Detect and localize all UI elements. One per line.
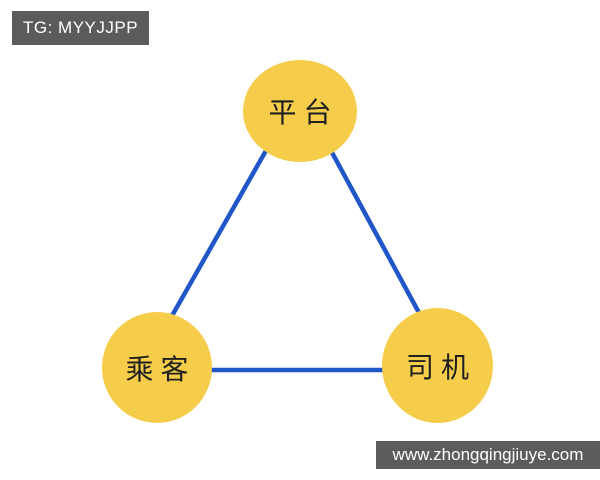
node-platform-label: 平台 xyxy=(268,97,339,128)
node-passenger: 乘客 xyxy=(102,312,212,423)
node-platform: 平台 xyxy=(243,60,357,162)
node-driver-label: 司机 xyxy=(405,351,476,383)
telegram-contact-badge: TG: MYYJJPP xyxy=(12,11,150,45)
watermark-url: www.zhongqingjiuye.com xyxy=(376,441,600,469)
node-driver: 司机 xyxy=(382,308,493,423)
node-passenger-label: 乘客 xyxy=(125,353,196,385)
